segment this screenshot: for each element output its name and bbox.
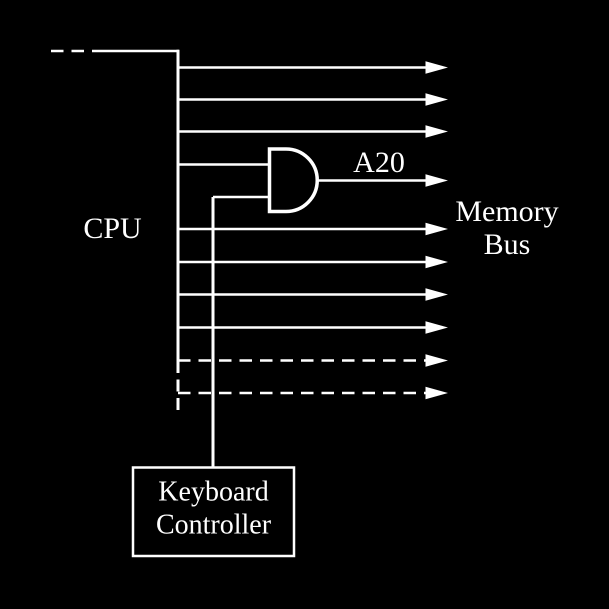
arrowhead-icon <box>425 125 448 138</box>
arrowhead-icon <box>425 288 448 301</box>
arrowhead-icon <box>425 222 448 236</box>
arrowhead-icon <box>425 93 448 106</box>
cpu-label: CPU <box>83 212 142 245</box>
keyboard-controller-label-line2: Controller <box>156 510 272 541</box>
arrowhead-icon <box>425 386 448 400</box>
and-gate-icon <box>267 147 319 214</box>
bus-arrows <box>178 61 448 400</box>
arrowhead-icon <box>425 174 448 187</box>
arrowhead-icon <box>425 255 448 269</box>
arrowhead-icon <box>425 354 448 367</box>
arrowhead-icon <box>425 61 448 74</box>
a20-label: A20 <box>353 146 405 179</box>
keyboard-controller-label-line1: Keyboard <box>158 477 268 508</box>
arrowhead-icon <box>425 321 448 334</box>
keyboard-controller-box <box>131 466 296 558</box>
memory-bus-label-line2: Bus <box>484 228 531 261</box>
memory-bus-label-line1: Memory <box>455 195 558 228</box>
